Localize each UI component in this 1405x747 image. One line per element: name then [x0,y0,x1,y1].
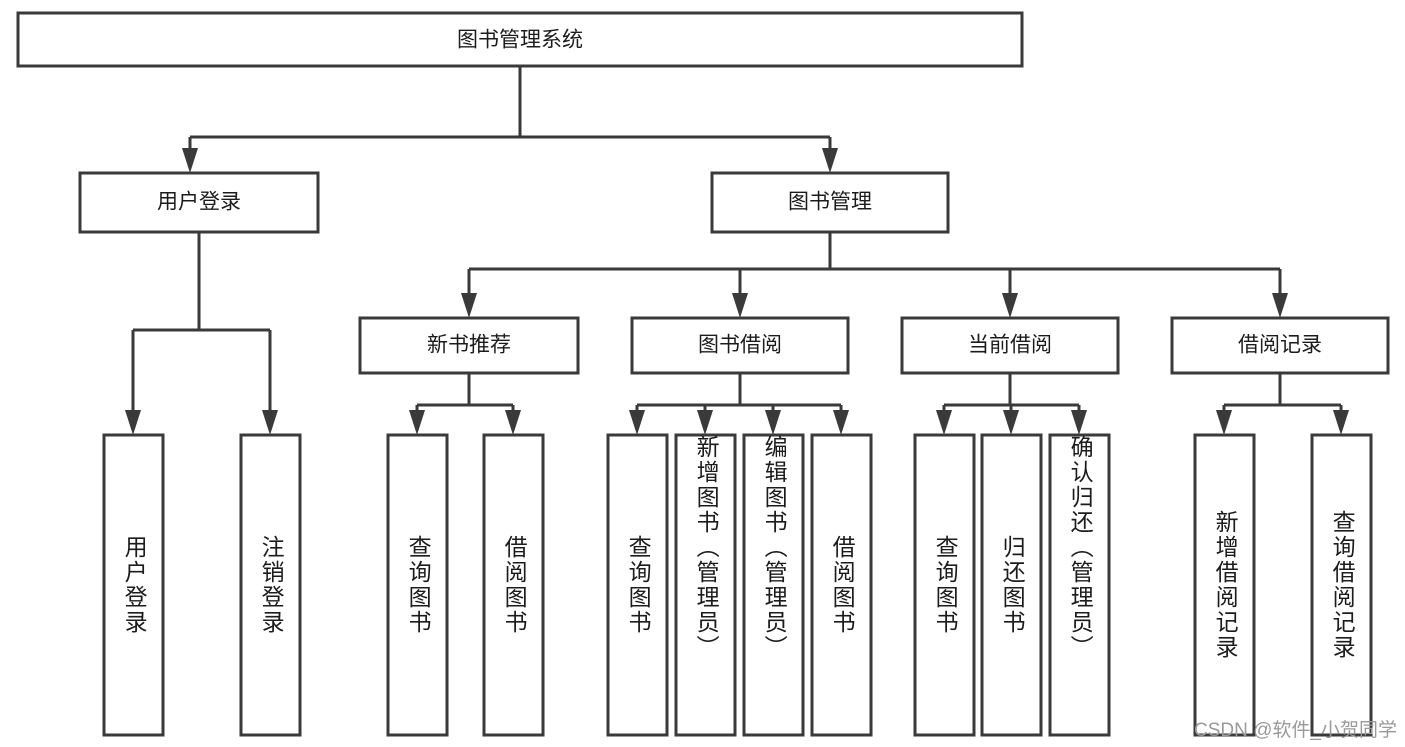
leaf-confirm-return-admin-rect[interactable] [1048,433,1111,737]
arrow-user-login-do [125,410,141,435]
leaf-borrow-book-1-rect[interactable] [482,433,545,737]
connector-group-new-book-recommend [409,373,521,435]
node-root[interactable]: 图书管理系统 [16,11,1024,68]
leaf-return-book-rect[interactable] [980,433,1043,737]
arrow-borrow-book-1 [505,410,521,435]
leaf-group-current-borrow [913,433,1111,737]
arrow-book-borrow [732,293,748,318]
node-borrow-record-rect[interactable] [1170,316,1390,375]
node-new-book-recommend[interactable]: 新书推荐 [358,316,580,375]
arrow-return-book [1003,410,1019,435]
arrow-user-login [182,148,198,173]
node-current-borrow[interactable]: 当前借阅 [900,316,1120,375]
arrow-edit-book-admin [765,410,781,435]
node-current-borrow-label: 当前借阅 [968,334,1052,357]
leaf-group-user-login [102,433,302,737]
node-book-manage[interactable]: 图书管理 [710,171,950,234]
connector-group-user-login [125,232,278,435]
csdn-watermark: CSDN @软件_小贺同学 [1194,720,1397,741]
leaf-query-book-2-rect[interactable] [606,433,669,737]
leaf-group-borrow-record [1193,433,1373,737]
node-user-login-label: 用户登录 [157,191,241,214]
arrow-query-book-1 [409,410,425,435]
leaf-edit-book-admin-rect[interactable] [742,433,805,737]
leaf-add-borrow-record-rect[interactable] [1193,433,1256,737]
node-book-manage-label: 图书管理 [788,191,872,214]
arrow-add-borrow-record [1216,410,1232,435]
node-book-borrow[interactable]: 图书借阅 [630,316,850,375]
arrow-query-borrow-record [1333,410,1349,435]
connector-group-book-borrow [629,373,849,435]
node-root-rect[interactable] [16,11,1024,68]
arrow-new-book-recommend [461,293,477,318]
arrow-borrow-book-2 [833,410,849,435]
arrow-current-borrow [1002,293,1018,318]
connector-group-borrow-record [1216,373,1349,435]
connector-group-book-manage [461,232,1288,318]
leaf-user-logout-rect[interactable] [239,433,302,737]
node-current-borrow-rect[interactable] [900,316,1120,375]
leaf-query-book-1-rect[interactable] [386,433,449,737]
arrow-confirm-return-admin [1071,410,1087,435]
node-user-login-rect[interactable] [78,171,320,234]
node-root-label: 图书管理系统 [457,29,583,52]
node-book-borrow-rect[interactable] [630,316,850,375]
node-book-manage-rect[interactable] [710,171,950,234]
arrow-user-logout [262,410,278,435]
node-book-borrow-label: 图书借阅 [698,334,782,357]
node-new-book-recommend-rect[interactable] [358,316,580,375]
connector-group-current-borrow [936,373,1087,435]
node-new-book-recommend-label: 新书推荐 [427,334,511,357]
leaf-query-book-3-rect[interactable] [913,433,976,737]
leaf-borrow-book-2-rect[interactable] [810,433,873,737]
node-user-login[interactable]: 用户登录 [78,171,320,234]
arrow-borrow-record [1272,293,1288,318]
arrow-book-manage [822,148,838,173]
arrow-query-book-3 [936,410,952,435]
arrow-add-book-admin [697,410,713,435]
leaf-query-borrow-record-rect[interactable] [1310,433,1373,737]
leaf-user-login-do-rect[interactable] [102,433,165,737]
arrow-query-book-2 [629,410,645,435]
node-borrow-record[interactable]: 借阅记录 [1170,316,1390,375]
leaf-group-new-book-recommend [386,433,545,737]
leaf-group-book-borrow [606,433,873,737]
leaf-add-book-admin-rect[interactable] [674,433,737,737]
connector-group-root [182,66,838,173]
node-borrow-record-label: 借阅记录 [1238,334,1322,357]
